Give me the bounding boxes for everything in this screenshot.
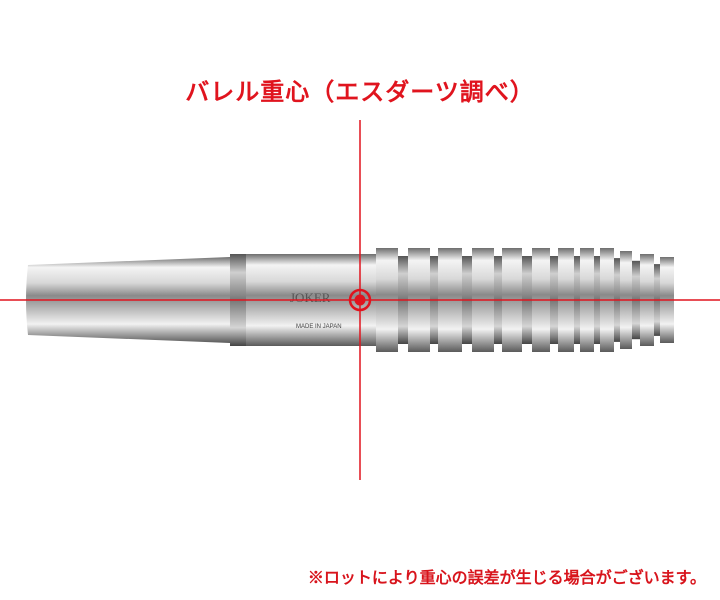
engraving-origin: MADE IN JAPAN xyxy=(296,324,342,330)
center-of-gravity-ring xyxy=(348,288,372,312)
diagram-title: バレル重心（エスダーツ調べ） xyxy=(185,77,535,106)
engraving-brand: JOKER xyxy=(290,290,331,305)
disclaimer-note: ※ロットにより重心の誤差が生じる場合がございます。 xyxy=(307,568,706,587)
center-of-gravity-dot xyxy=(354,294,366,306)
